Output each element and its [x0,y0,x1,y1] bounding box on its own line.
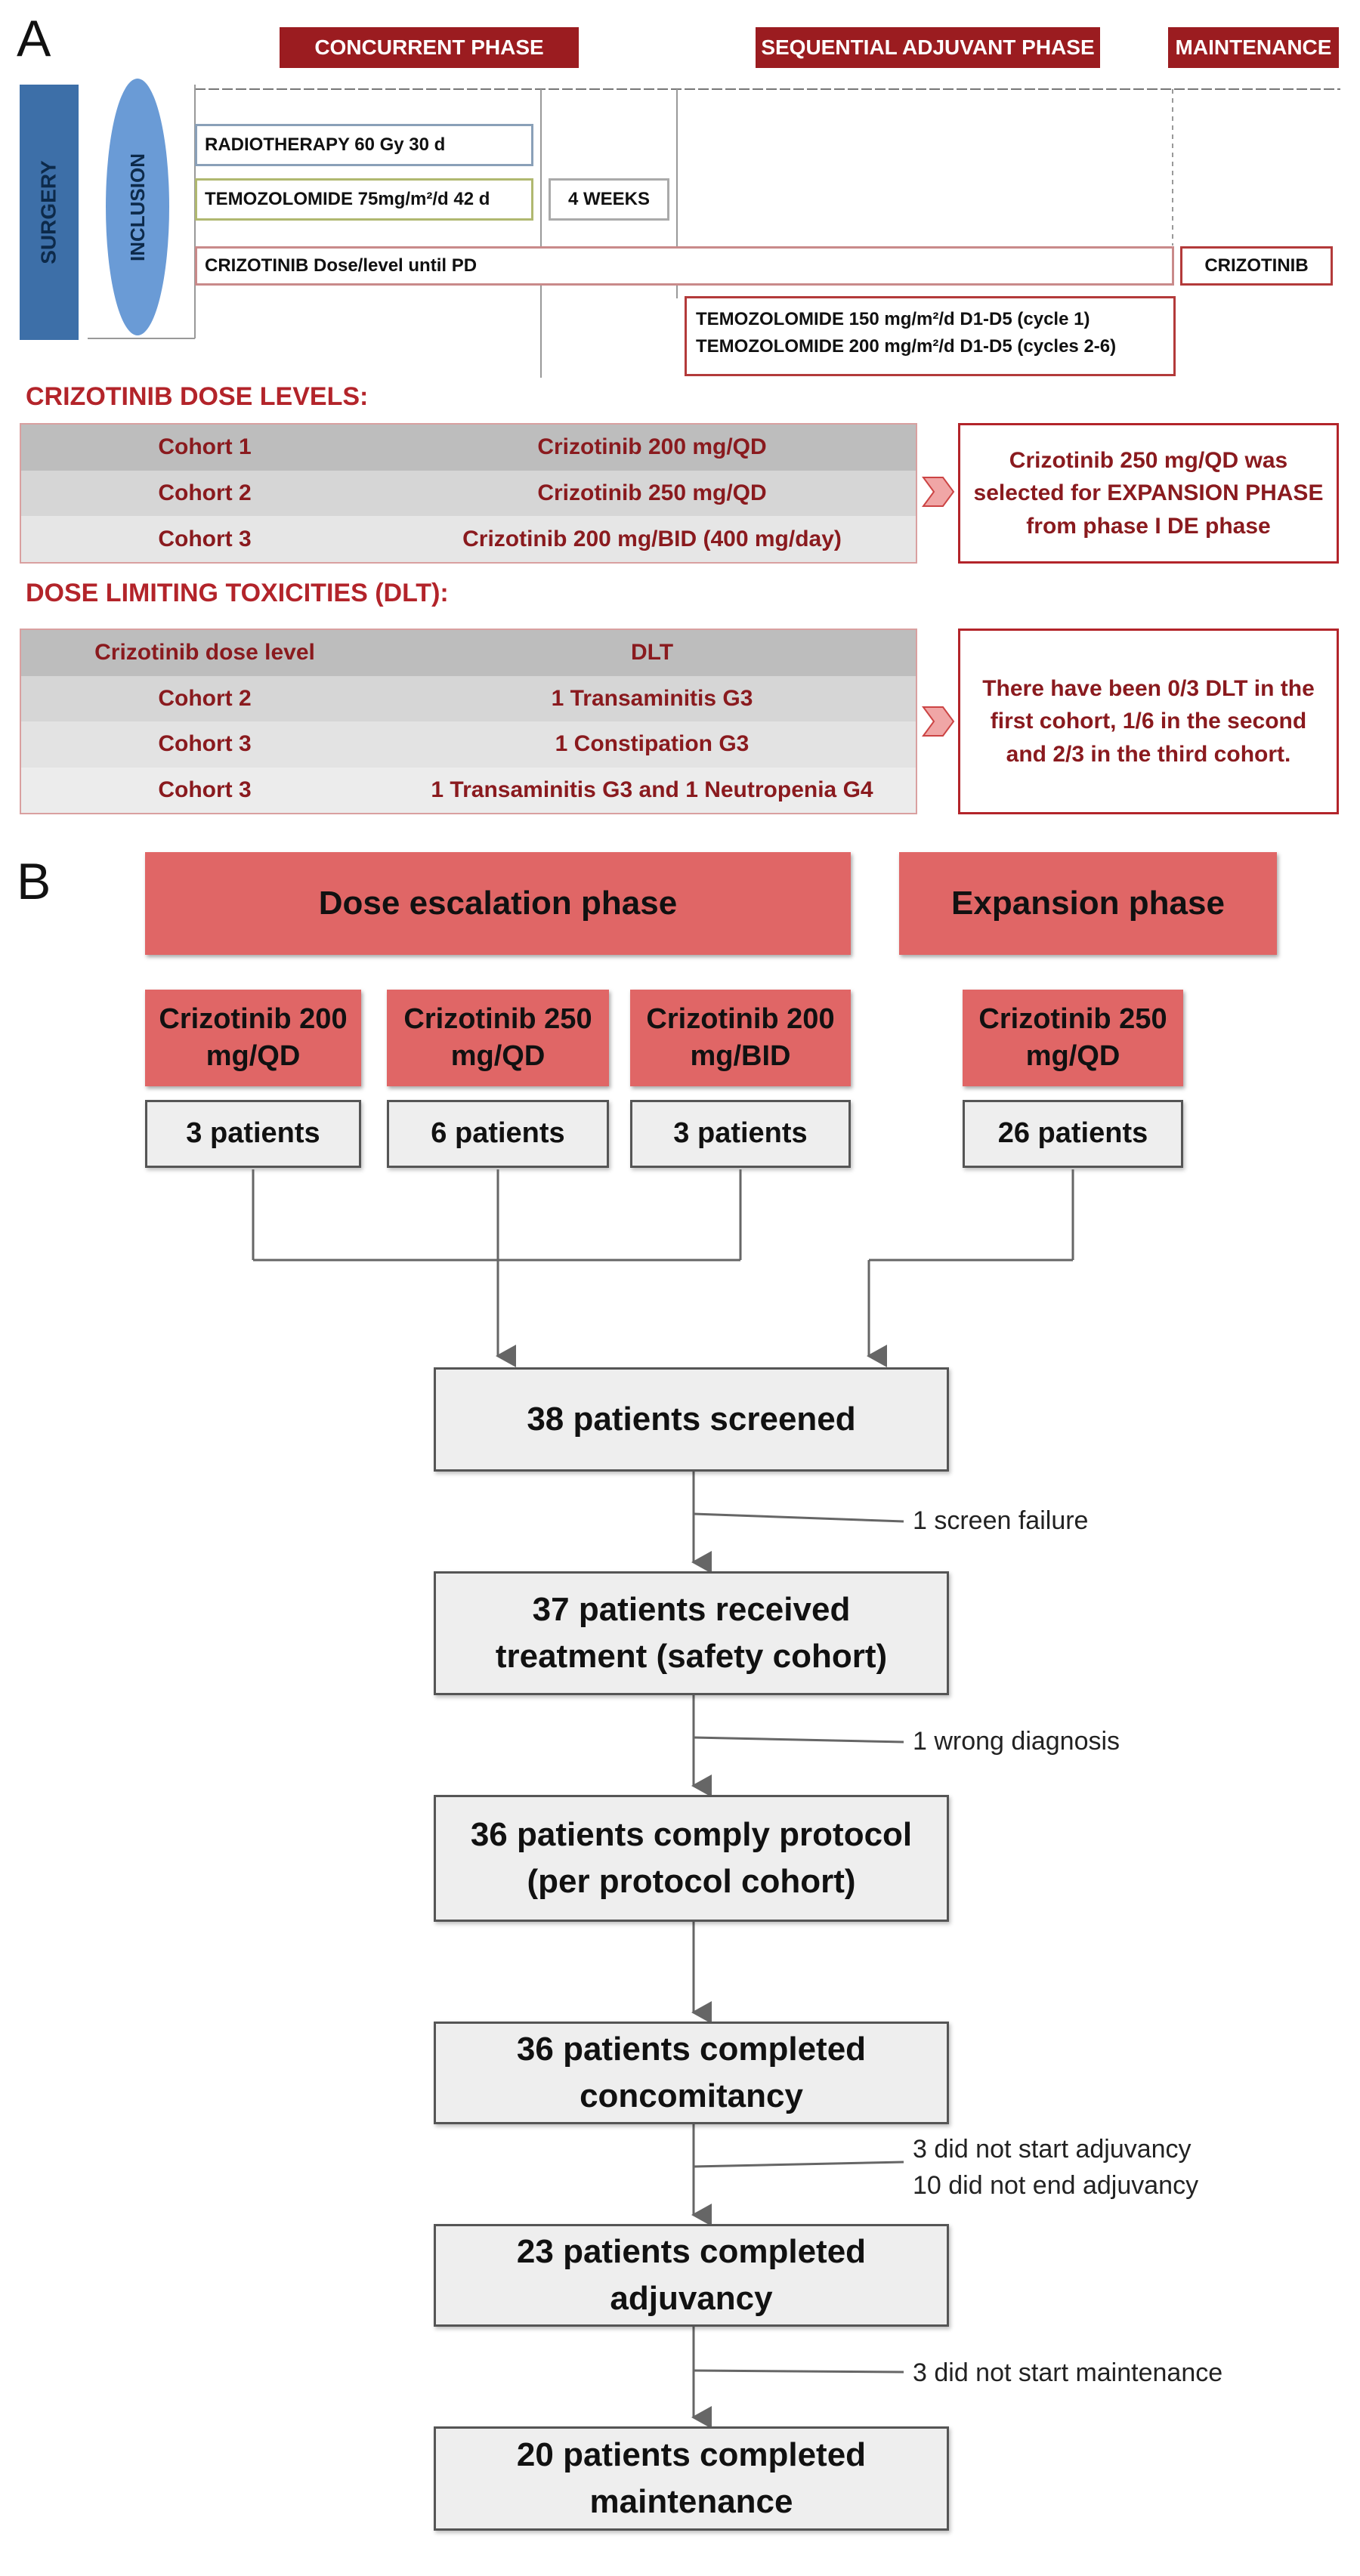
step-screened: 38 patients screened [434,1367,949,1472]
table-row: Cohort 3 1 Constipation G3 [21,721,916,768]
inclusion-label: INCLUSION [125,153,149,261]
dose-cell: Crizotinib 200 mg/BID (400 mg/day) [462,526,842,551]
cohort-cell: Cohort 2 [158,480,252,505]
table-row: Cohort 1 Crizotinib 200 mg/QD [21,425,916,471]
temozolomide-adjuvant-line-2: TEMOZOLOMIDE 200 mg/m²/d D1-D5 (cycles 2… [696,336,1117,357]
table-row: Cohort 2 1 Transaminitis G3 [21,675,916,721]
step-comply-protocol: 36 patients comply protocol (per protoco… [434,1795,949,1922]
dose-levels-table: Cohort 1 Crizotinib 200 mg/QD Cohort 2 C… [20,423,917,564]
dlt-table: Crizotinib dose level DLT Cohort 2 1 Tra… [20,629,917,814]
cohort-cell: Cohort 3 [158,526,252,551]
arm-crizotinib-200-bid: Crizotinib 200 mg/BID [630,990,851,1086]
cohort-cell: Cohort 1 [158,434,252,460]
exclusion-not-start-maintenance: 3 did not start maintenance [913,2358,1223,2387]
dlt-level-cell: Cohort 2 [158,685,252,711]
table-row: Cohort 2 Crizotinib 250 mg/QD [21,470,916,517]
chevron-icon [922,477,955,507]
temozolomide-concurrent-box: TEMOZOLOMIDE 75mg/m²/d 42 d [195,178,533,221]
step-completed-concomitancy: 36 patients completed concomitancy [434,2022,949,2124]
dlt-title: DOSE LIMITING TOXICITIES (DLT): [26,579,449,607]
dose-escalation-header: Dose escalation phase [145,852,851,955]
exclusion-wrong-diagnosis: 1 wrong diagnosis [913,1727,1120,1756]
arm-crizotinib-250-qd: Crizotinib 250 mg/QD [387,990,609,1086]
arm-2-patients: 6 patients [387,1100,609,1168]
dlt-header-level: Crizotinib dose level [94,640,315,666]
dlt-cell: 1 Transaminitis G3 and 1 Neutropenia G4 [431,777,873,802]
exclusion-not-start-adjuvancy: 3 did not start adjuvancy [913,2135,1192,2164]
radiotherapy-box: RADIOTHERAPY 60 Gy 30 d [195,124,533,166]
dlt-level-cell: Cohort 3 [158,777,252,802]
crizotinib-maintenance-box: CRIZOTINIB [1180,246,1333,286]
table-row: Cohort 3 Crizotinib 200 mg/BID (400 mg/d… [21,516,916,562]
exclusion-screen-failure: 1 screen failure [913,1506,1089,1535]
arm-crizotinib-200-qd: Crizotinib 200 mg/QD [145,990,361,1086]
sequential-phase-header: SEQUENTIAL ADJUVANT PHASE [756,27,1100,68]
dlt-cell: 1 Transaminitis G3 [551,685,753,711]
maintenance-phase-header: MAINTENANCE [1168,27,1339,68]
expansion-phase-header: Expansion phase [899,852,1277,955]
surgery-label: SURGERY [37,160,60,264]
step-received-treatment: 37 patients received treatment (safety c… [434,1571,949,1695]
dose-cell: Crizotinib 200 mg/QD [537,434,767,460]
surgery-bar: SURGERY [20,85,79,340]
inclusion-ellipse: INCLUSION [106,79,169,335]
dose-selection-note: Crizotinib 250 mg/QD was selected for EX… [958,423,1339,564]
concurrent-phase-header: CONCURRENT PHASE [280,27,579,68]
dlt-header-dlt: DLT [630,640,674,666]
step-completed-maintenance: 20 patients completed maintenance [434,2426,949,2531]
dose-levels-title: CRIZOTINIB DOSE LEVELS: [26,382,369,411]
dlt-summary-note: There have been 0/3 DLT in the first coh… [958,629,1339,814]
arm-1-patients: 3 patients [145,1100,361,1168]
arm-3-patients: 3 patients [630,1100,851,1168]
expansion-patients: 26 patients [963,1100,1183,1168]
table-header-row: Crizotinib dose level DLT [21,630,916,676]
temozolomide-adjuvant-box: TEMOZOLOMIDE 150 mg/m²/d D1-D5 (cycle 1)… [685,296,1176,376]
four-weeks-box: 4 WEEKS [549,178,669,221]
chevron-icon [922,706,955,737]
step-completed-adjuvancy: 23 patients completed adjuvancy [434,2224,949,2327]
dlt-level-cell: Cohort 3 [158,731,252,757]
panel-b-letter: B [17,853,51,910]
crizotinib-bar: CRIZOTINIB Dose/level until PD [195,246,1174,286]
panel-a-letter: A [17,10,51,67]
dose-cell: Crizotinib 250 mg/QD [537,480,767,505]
temozolomide-adjuvant-line-1: TEMOZOLOMIDE 150 mg/m²/d D1-D5 (cycle 1) [696,309,1090,329]
table-row: Cohort 3 1 Transaminitis G3 and 1 Neutro… [21,767,916,813]
dlt-cell: 1 Constipation G3 [555,731,750,757]
arm-expansion-crizotinib-250-qd: Crizotinib 250 mg/QD [963,990,1183,1086]
exclusion-not-end-adjuvancy: 10 did not end adjuvancy [913,2171,1199,2200]
